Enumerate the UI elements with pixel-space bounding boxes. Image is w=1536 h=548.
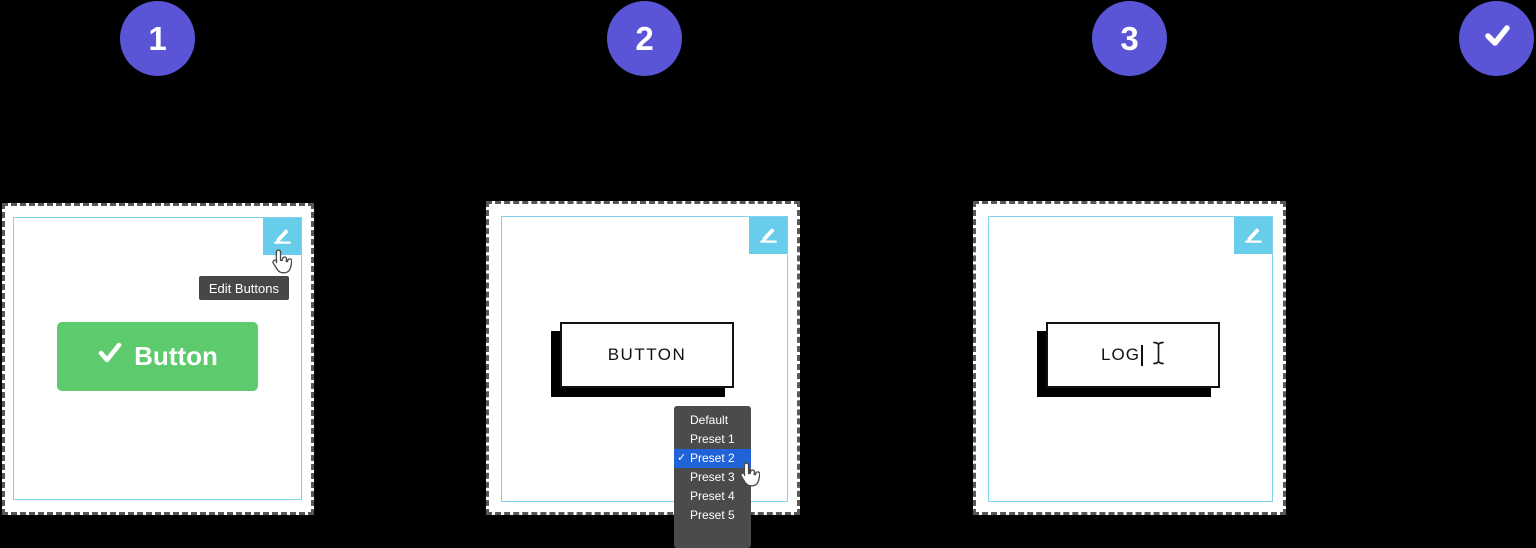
edit-buttons-button[interactable] <box>263 218 301 255</box>
pencil-icon <box>271 223 294 251</box>
menu-item-preset-2[interactable]: ✓ Preset 2 <box>674 449 751 468</box>
step-2-panel: BUTTON Default Preset 1 ✓ Preset 2 Prese… <box>486 201 800 548</box>
step-1-number: 1 <box>148 19 167 57</box>
step-2-canvas <box>501 216 788 502</box>
step-2-badge: 2 <box>607 1 682 76</box>
step-3-number: 3 <box>1120 19 1139 57</box>
menu-item-preset-4[interactable]: Preset 4 <box>690 489 735 503</box>
edit-buttons-tooltip: Edit Buttons <box>198 276 289 300</box>
step-1-panel: Edit Buttons Button <box>2 203 314 515</box>
edit-buttons-button[interactable] <box>1234 217 1272 254</box>
step-3-panel: LOG <box>973 201 1286 515</box>
text-caret <box>1140 344 1143 366</box>
step-3-canvas <box>988 216 1273 502</box>
step-1-canvas <box>13 217 302 500</box>
button-label-text: LOG <box>1101 345 1140 364</box>
pencil-icon <box>757 222 780 250</box>
step-complete-badge <box>1459 1 1534 76</box>
button-check-icon <box>97 341 123 372</box>
pencil-icon <box>1242 222 1265 250</box>
step-2-number: 2 <box>635 19 654 57</box>
demo-button-label: Button <box>134 341 218 371</box>
menu-item-preset-3[interactable]: Preset 3 <box>690 470 735 484</box>
ibeam-cursor-icon <box>1152 340 1165 371</box>
menu-item-preset-5[interactable]: Preset 5 <box>690 508 735 522</box>
menu-item-label: Preset 2 <box>690 451 735 465</box>
step-1-badge: 1 <box>120 1 195 76</box>
demo-button[interactable]: BUTTON <box>560 322 734 388</box>
step-3-badge: 3 <box>1092 1 1167 76</box>
button-label-text-input[interactable]: LOG <box>1046 322 1220 388</box>
menu-item-default[interactable]: Default <box>690 413 729 427</box>
menu-item-preset-1[interactable]: Preset 1 <box>690 432 735 446</box>
demo-button[interactable]: Button <box>57 322 258 391</box>
check-icon <box>1479 17 1515 61</box>
edit-buttons-button[interactable] <box>749 217 787 254</box>
preset-context-menu: Default Preset 1 ✓ Preset 2 Preset 3 Pre… <box>674 406 751 548</box>
selected-check-icon: ✓ <box>677 452 687 464</box>
